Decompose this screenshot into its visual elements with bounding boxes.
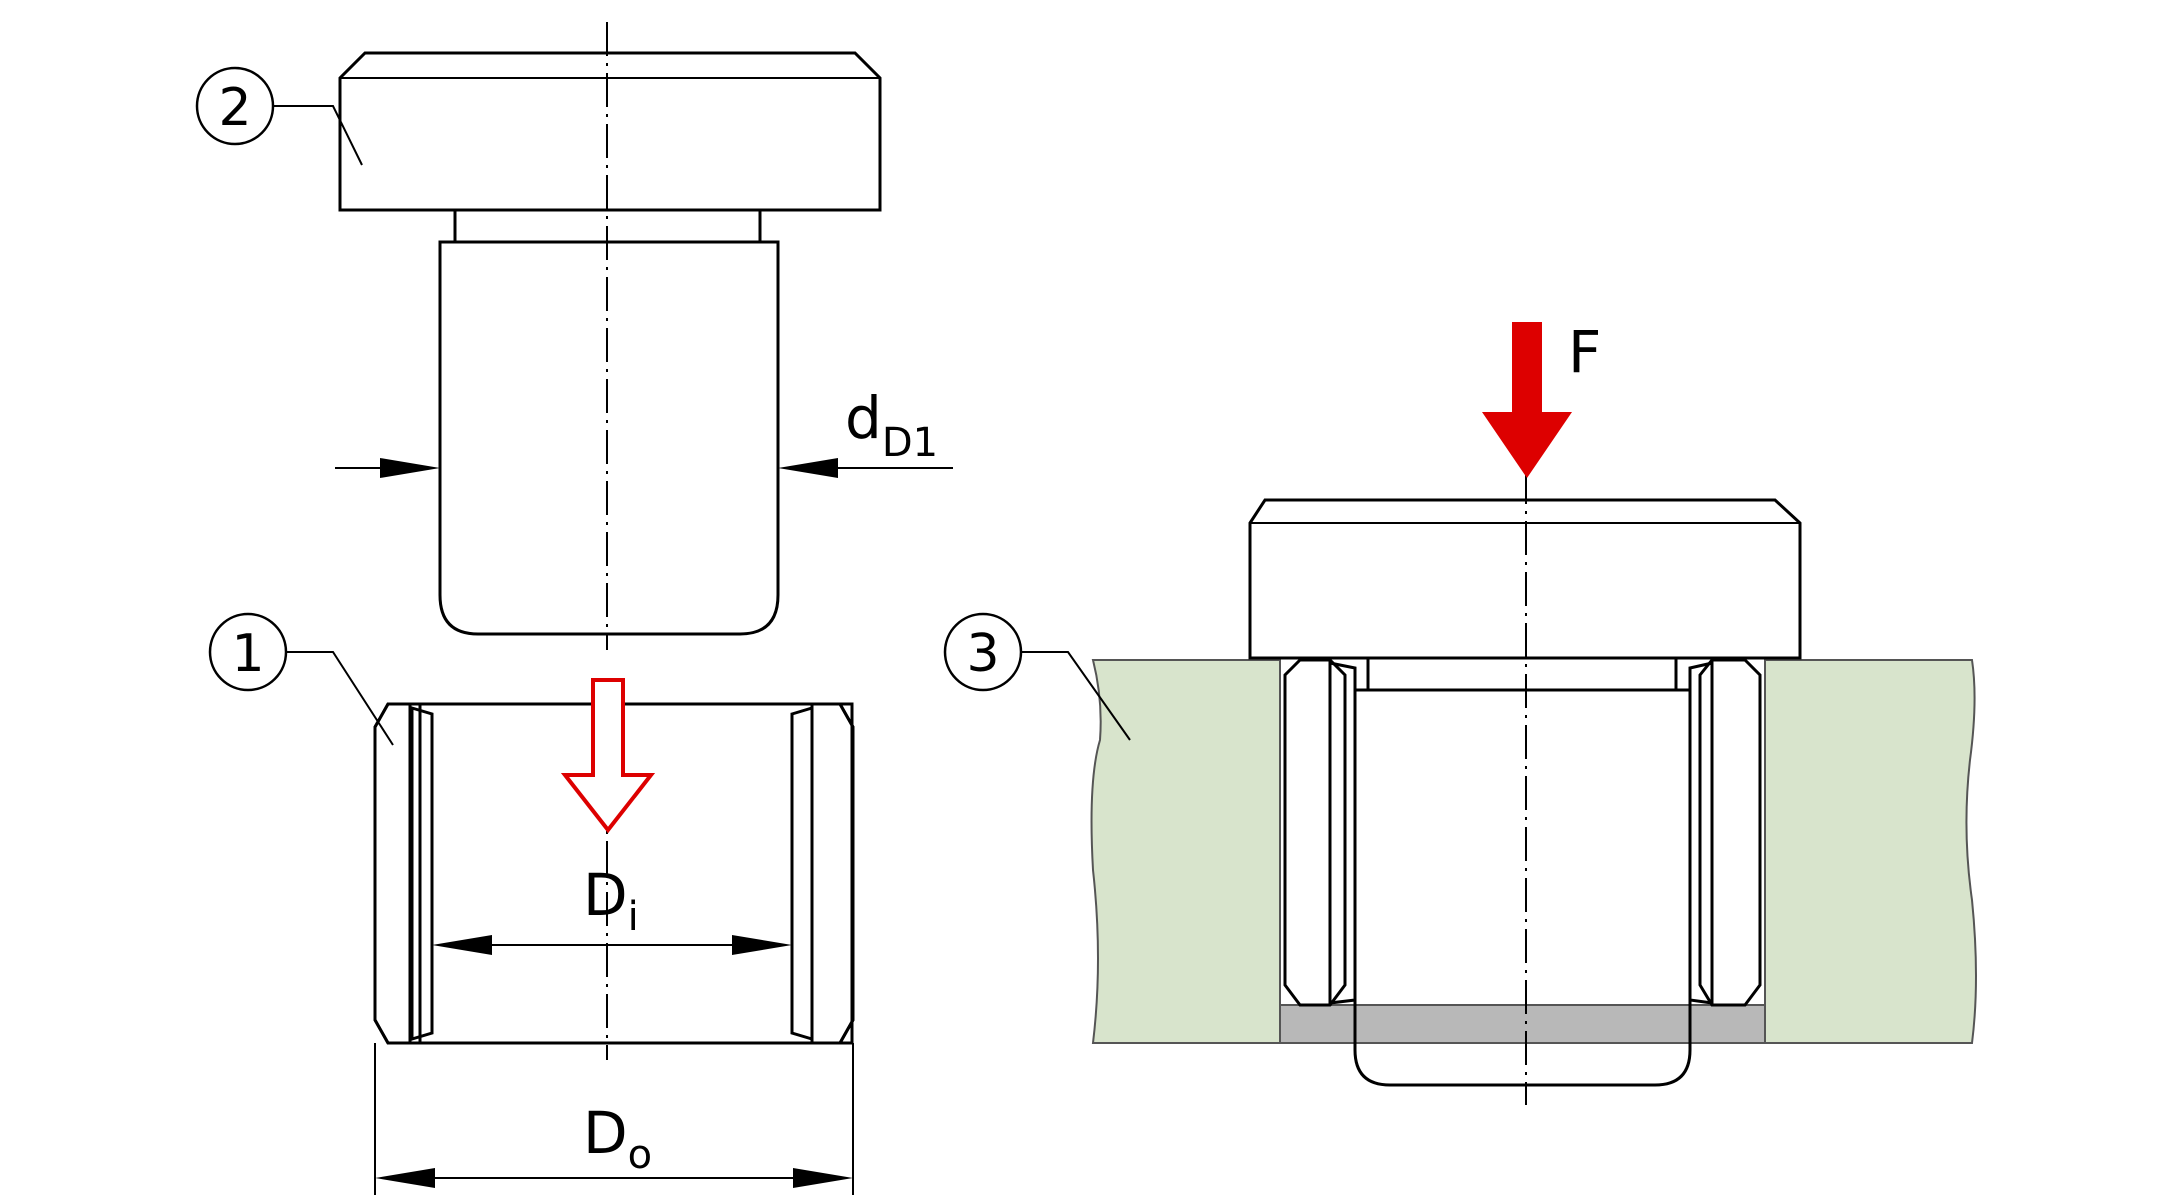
housing-right [1764,659,1977,1044]
callout-1: 1 [208,612,394,746]
bushing-left-sliding-layer [410,705,434,1042]
assembly-left-outer-wall [1283,658,1347,1007]
force-arrow [1482,322,1572,478]
assembly-left-sliding-layer [1328,661,1357,1005]
callout-3: 3 [943,612,1131,741]
dD1-label-main: d [845,384,882,452]
Di-arrow-right [732,935,792,955]
bushing-outline [373,702,855,1045]
Do-label-sub: o [628,1132,652,1178]
dD1-label: dD1 [845,384,938,466]
callout-2: 2 [195,66,363,166]
callout-3-number: 3 [966,624,999,684]
Di-label: Di [583,861,639,940]
dD1-arrow-right [778,458,838,478]
assembly-pin-neck [1366,656,1678,692]
Do-arrow-left [375,1168,435,1188]
housing-bore-gap [1279,1004,1766,1044]
callout-1-leader [286,651,394,746]
force-label: F [1568,318,1601,386]
pin-shaft [438,240,780,636]
callout-2-leader [273,105,363,166]
callout-3-leader [1021,651,1131,741]
housing-left [1090,659,1281,1044]
callout-1-number: 1 [231,624,264,684]
pin-head [338,51,882,212]
callout-2-number: 2 [218,78,251,138]
insert-direction-arrow [560,678,656,834]
Di-label-sub: i [628,894,639,940]
Do-label-main: D [583,1099,628,1167]
dD1-label-sub: D1 [882,420,938,466]
assembly-part-3 [1090,470,1977,1105]
bushing-right-sliding-layer [790,705,814,1042]
force-arrow-F: F [1482,318,1601,478]
dD1-arrow-left [380,458,440,478]
assembly-pin-shaft [1353,688,1692,1087]
dimension-D-o: Do [374,1043,854,1195]
assembly-right-outer-wall [1698,658,1762,1007]
Di-arrow-left [432,935,492,955]
dimension-D-i: Di [432,861,792,955]
bushing-right-outer-wall [810,702,855,1045]
bushing-bore [408,702,854,1045]
Do-arrow-right [793,1168,853,1188]
dimension-d-D1: dD1 [335,384,953,478]
Di-label-main: D [583,861,628,929]
pin-part-2 [338,22,882,650]
Do-label: Do [583,1099,652,1178]
